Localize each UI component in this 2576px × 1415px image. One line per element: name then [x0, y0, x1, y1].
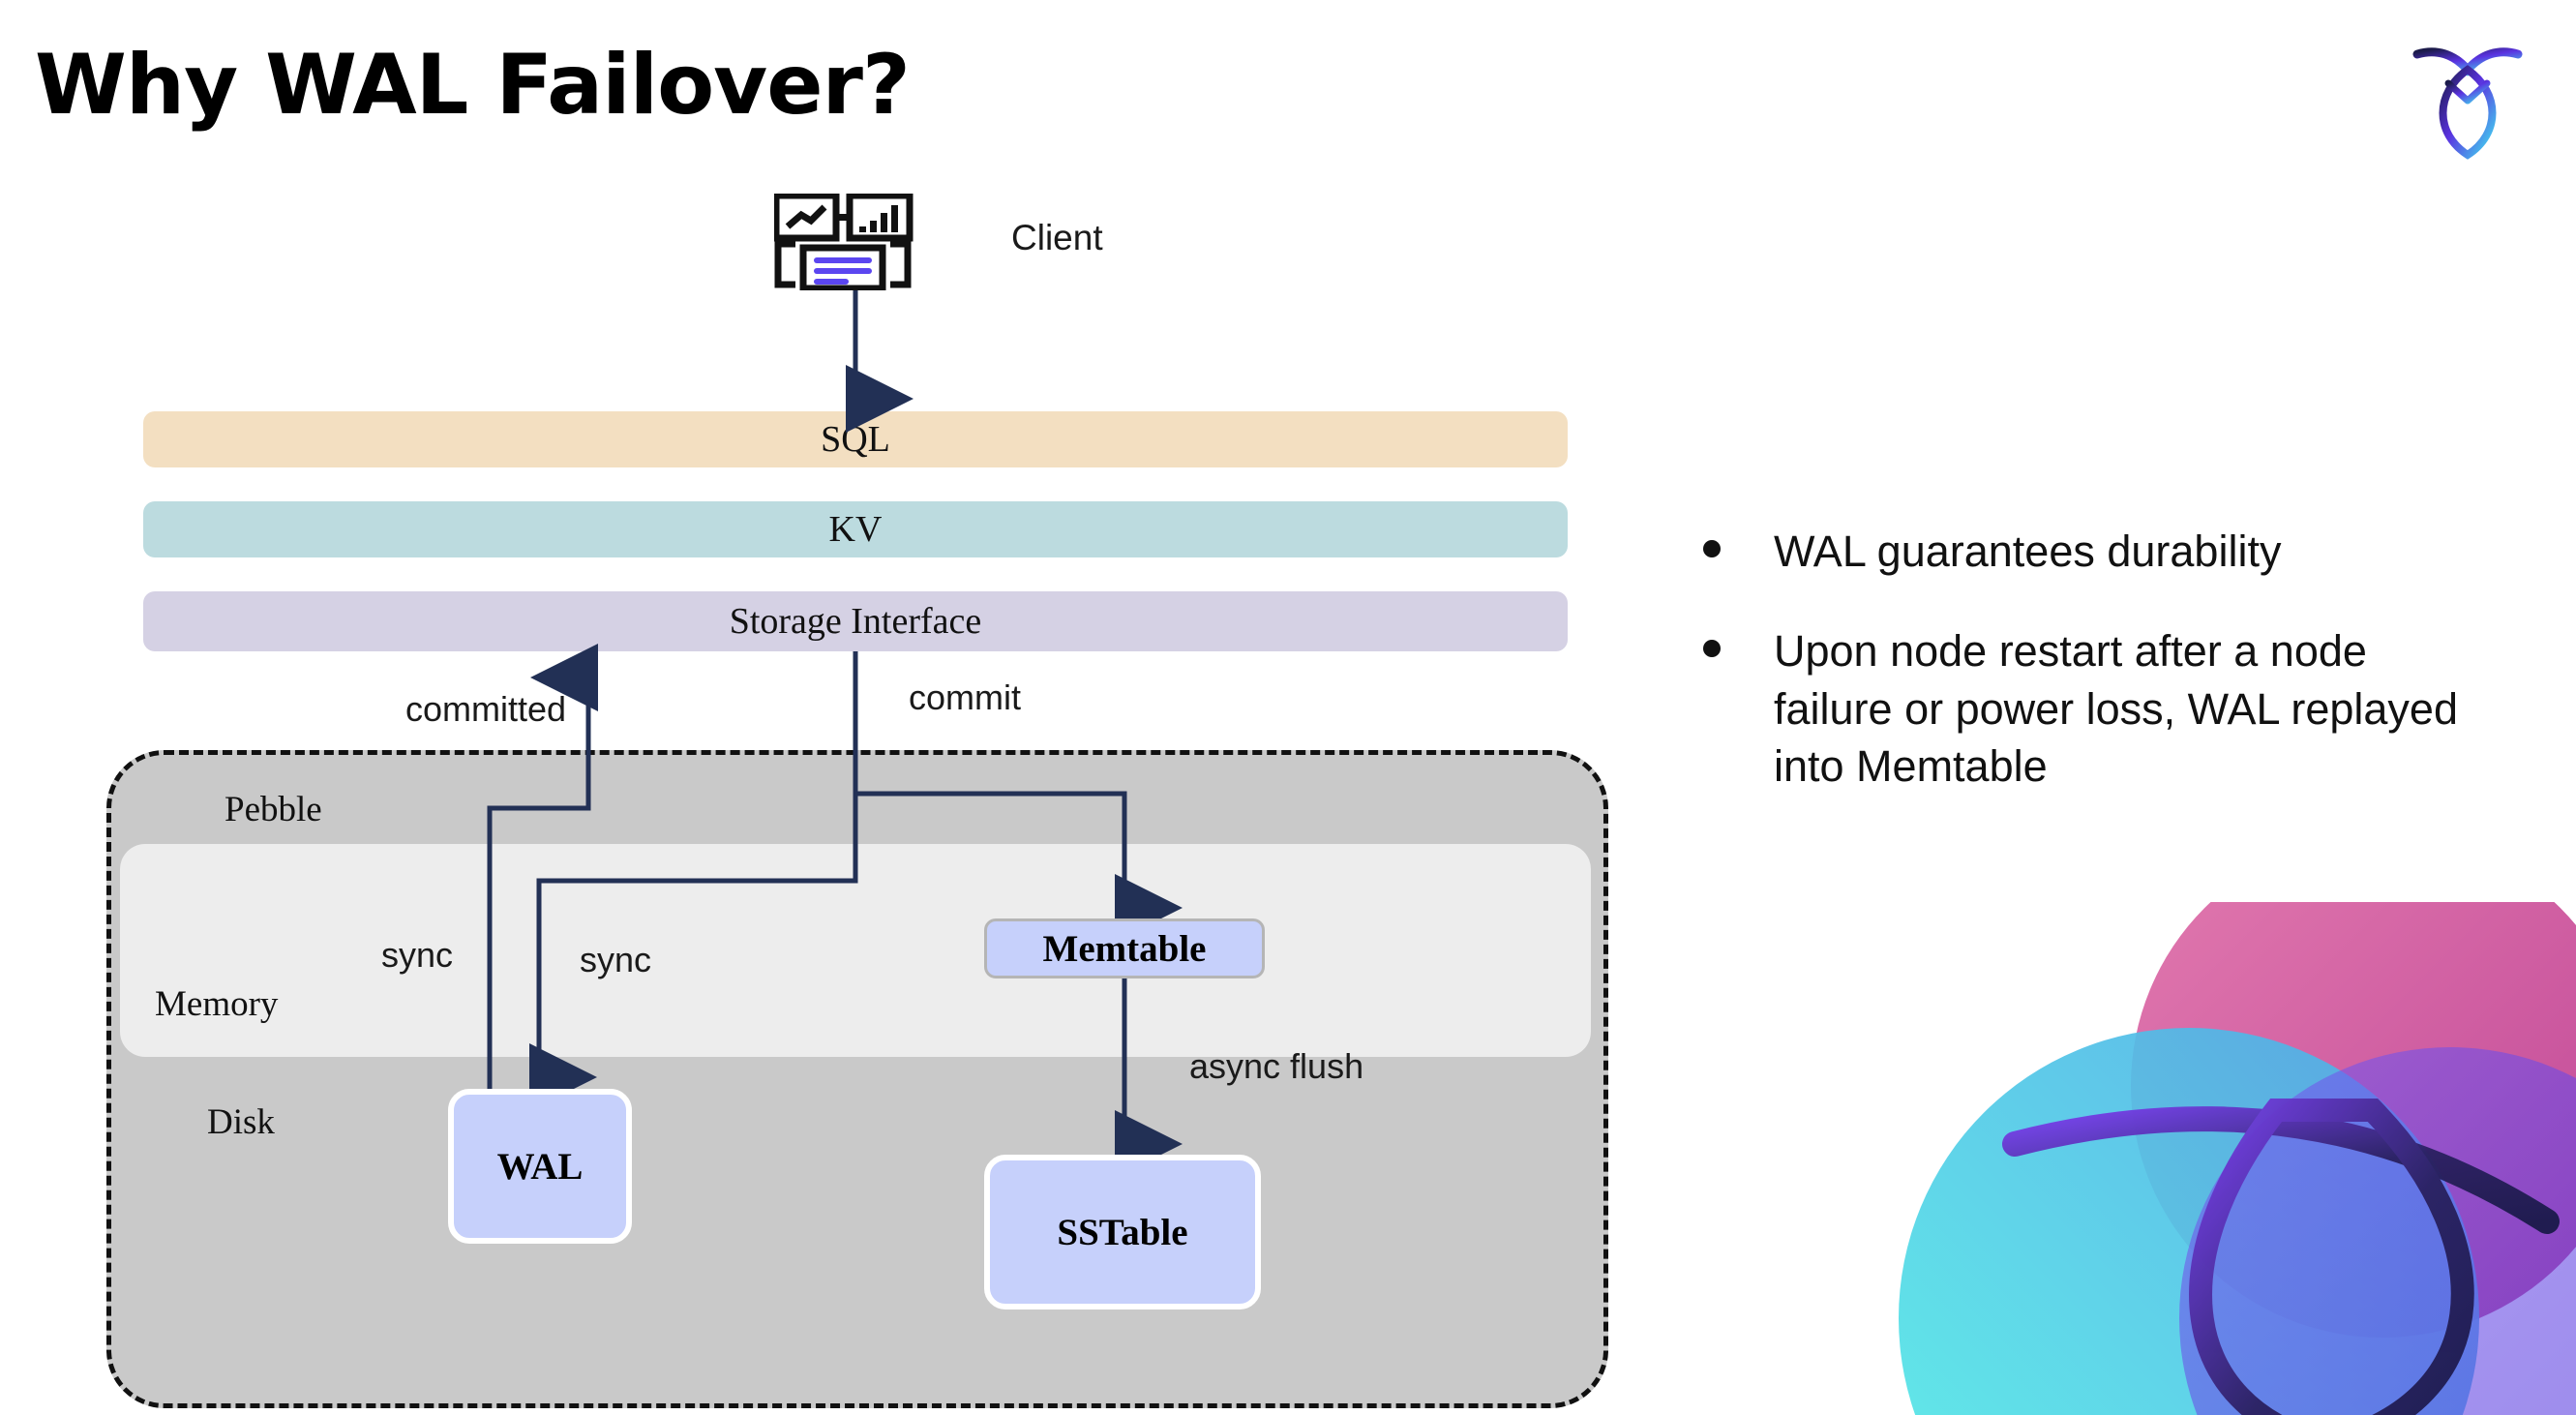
layer-label-kv: KV [828, 509, 883, 550]
node-memtable-label: Memtable [1042, 927, 1207, 970]
bullet-list: WAL guarantees durability Upon node rest… [1703, 523, 2497, 838]
page-title: Why WAL Failover? [35, 37, 911, 134]
client-dashboard-icon [772, 192, 929, 292]
pebble-label: Pebble [225, 790, 322, 829]
node-sstable[interactable]: SSTable [984, 1155, 1261, 1310]
edge-label-committed: committed [405, 689, 567, 729]
edge-label-async-flush: async flush [1189, 1046, 1364, 1086]
node-sstable-label: SSTable [1057, 1211, 1188, 1253]
layer-label-storage-interface: Storage Interface [729, 601, 982, 642]
edge-label-sync-1: sync [381, 935, 454, 975]
node-wal[interactable]: WAL [448, 1089, 632, 1244]
bullet-dot-icon [1703, 640, 1721, 658]
list-item: Upon node restart after a node failure o… [1703, 622, 2497, 795]
edge-label-sync-2: sync [580, 940, 652, 979]
bullet-text: WAL guarantees durability [1774, 527, 2282, 576]
node-wal-label: WAL [496, 1145, 584, 1188]
disk-label: Disk [207, 1102, 275, 1142]
list-item: WAL guarantees durability [1703, 523, 2497, 580]
memory-label: Memory [155, 984, 279, 1024]
bullet-dot-icon [1703, 540, 1721, 557]
layer-bar-sql: SQL [143, 411, 1568, 467]
edge-label-commit: commit [909, 677, 1021, 717]
node-memtable[interactable]: Memtable [984, 918, 1265, 978]
bullet-text: Upon node restart after a node failure o… [1774, 626, 2458, 792]
layer-bar-kv: KV [143, 501, 1568, 557]
cockroachdb-logo [2410, 39, 2526, 160]
layer-bar-storage-interface: Storage Interface [143, 591, 1568, 651]
client-label: Client [1011, 218, 1103, 257]
